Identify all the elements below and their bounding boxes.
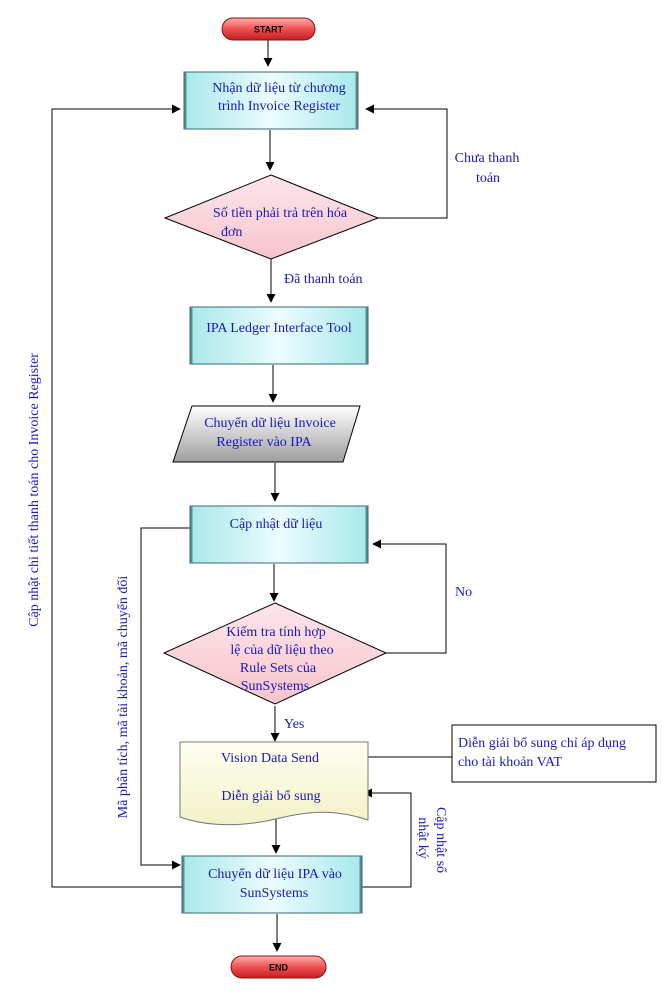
decision1-line1: Số tiền phải trả trên hóa — [213, 206, 348, 221]
process-receive-data: Nhận dữ liệu từ chương trình Invoice Reg… — [183, 71, 359, 130]
transfer-line1: Chuyển dữ liệu Invoice — [204, 416, 336, 431]
arrow-journal-loop — [362, 788, 412, 888]
process-update-data: Cập nhật dữ liệu — [189, 505, 369, 564]
note-line1: Diễn giải bổ sung chỉ áp dụng — [458, 736, 626, 751]
label-unpaid-line1: Chưa thanh — [455, 151, 520, 166]
label-unpaid-line2: toán — [476, 171, 500, 186]
label-no: No — [455, 585, 472, 600]
end-terminal: END — [230, 955, 327, 979]
document-vision-data: Vision Data Send Diễn giải bổ sung — [179, 741, 369, 826]
end-label: END — [269, 963, 289, 973]
receive-line2: trình Invoice Register — [218, 99, 340, 114]
arrow-no-loop — [372, 539, 447, 654]
label-paid: Đã thanh toán — [284, 272, 363, 287]
vision-line1: Vision Data Send — [221, 751, 319, 766]
note-vat: Diễn giải bổ sung chỉ áp dụng cho tài kh… — [451, 724, 657, 783]
vision-line2: Diễn giải bổ sung — [221, 789, 320, 804]
decision2-line1: Kiểm tra tính hợp — [226, 625, 326, 640]
decision-amount: Số tiền phải trả trên hóa đơn — [163, 174, 380, 260]
ipa-tool-label: IPA Ledger Interface Tool — [206, 321, 352, 336]
connectors — [51, 40, 452, 952]
decision1-line2: đơn — [221, 225, 242, 240]
start-label: START — [254, 25, 284, 35]
label-journal-line1: Cập nhật sổ — [433, 807, 448, 873]
process-ipa-tool: IPA Ledger Interface Tool — [189, 306, 369, 365]
decision-validate: Kiểm tra tính hợp lệ của dữ liệu theo Ru… — [162, 602, 388, 705]
note-line2: cho tài khoản VAT — [458, 755, 563, 770]
label-outer-loop: Cập nhật chi tiết thanh toán cho Invoice… — [27, 353, 42, 627]
receive-line1: Nhận dữ liệu từ chương — [212, 81, 346, 96]
arrow-unpaid-loop — [365, 104, 448, 219]
decision2-line4: SunSystems — [241, 679, 309, 694]
to-sun-line1: Chuyển dữ liệu IPA vào — [208, 867, 342, 882]
label-yes: Yes — [284, 717, 304, 732]
io-transfer-invoice: Chuyển dữ liệu Invoice Register vào IPA — [172, 405, 361, 463]
process-transfer-sunsystems: Chuyển dữ liệu IPA vào SunSystems — [181, 855, 363, 914]
update-label: Cập nhật dữ liệu — [230, 517, 323, 532]
to-sun-line2: SunSystems — [240, 886, 308, 901]
arrow-outer-loop — [51, 104, 182, 888]
decision2-line3: Rule Sets của — [240, 661, 317, 676]
label-journal-line2: nhật ký — [415, 817, 430, 859]
start-terminal: START — [221, 17, 316, 41]
decision2-line2: lệ của dữ liệu theo — [230, 643, 333, 658]
transfer-line2: Register vào IPA — [216, 435, 312, 450]
label-inner-loop: Mã phân tích, mã tài khoản, mã chuyển đổ… — [116, 576, 131, 819]
arrow-inner-loop — [140, 527, 190, 870]
